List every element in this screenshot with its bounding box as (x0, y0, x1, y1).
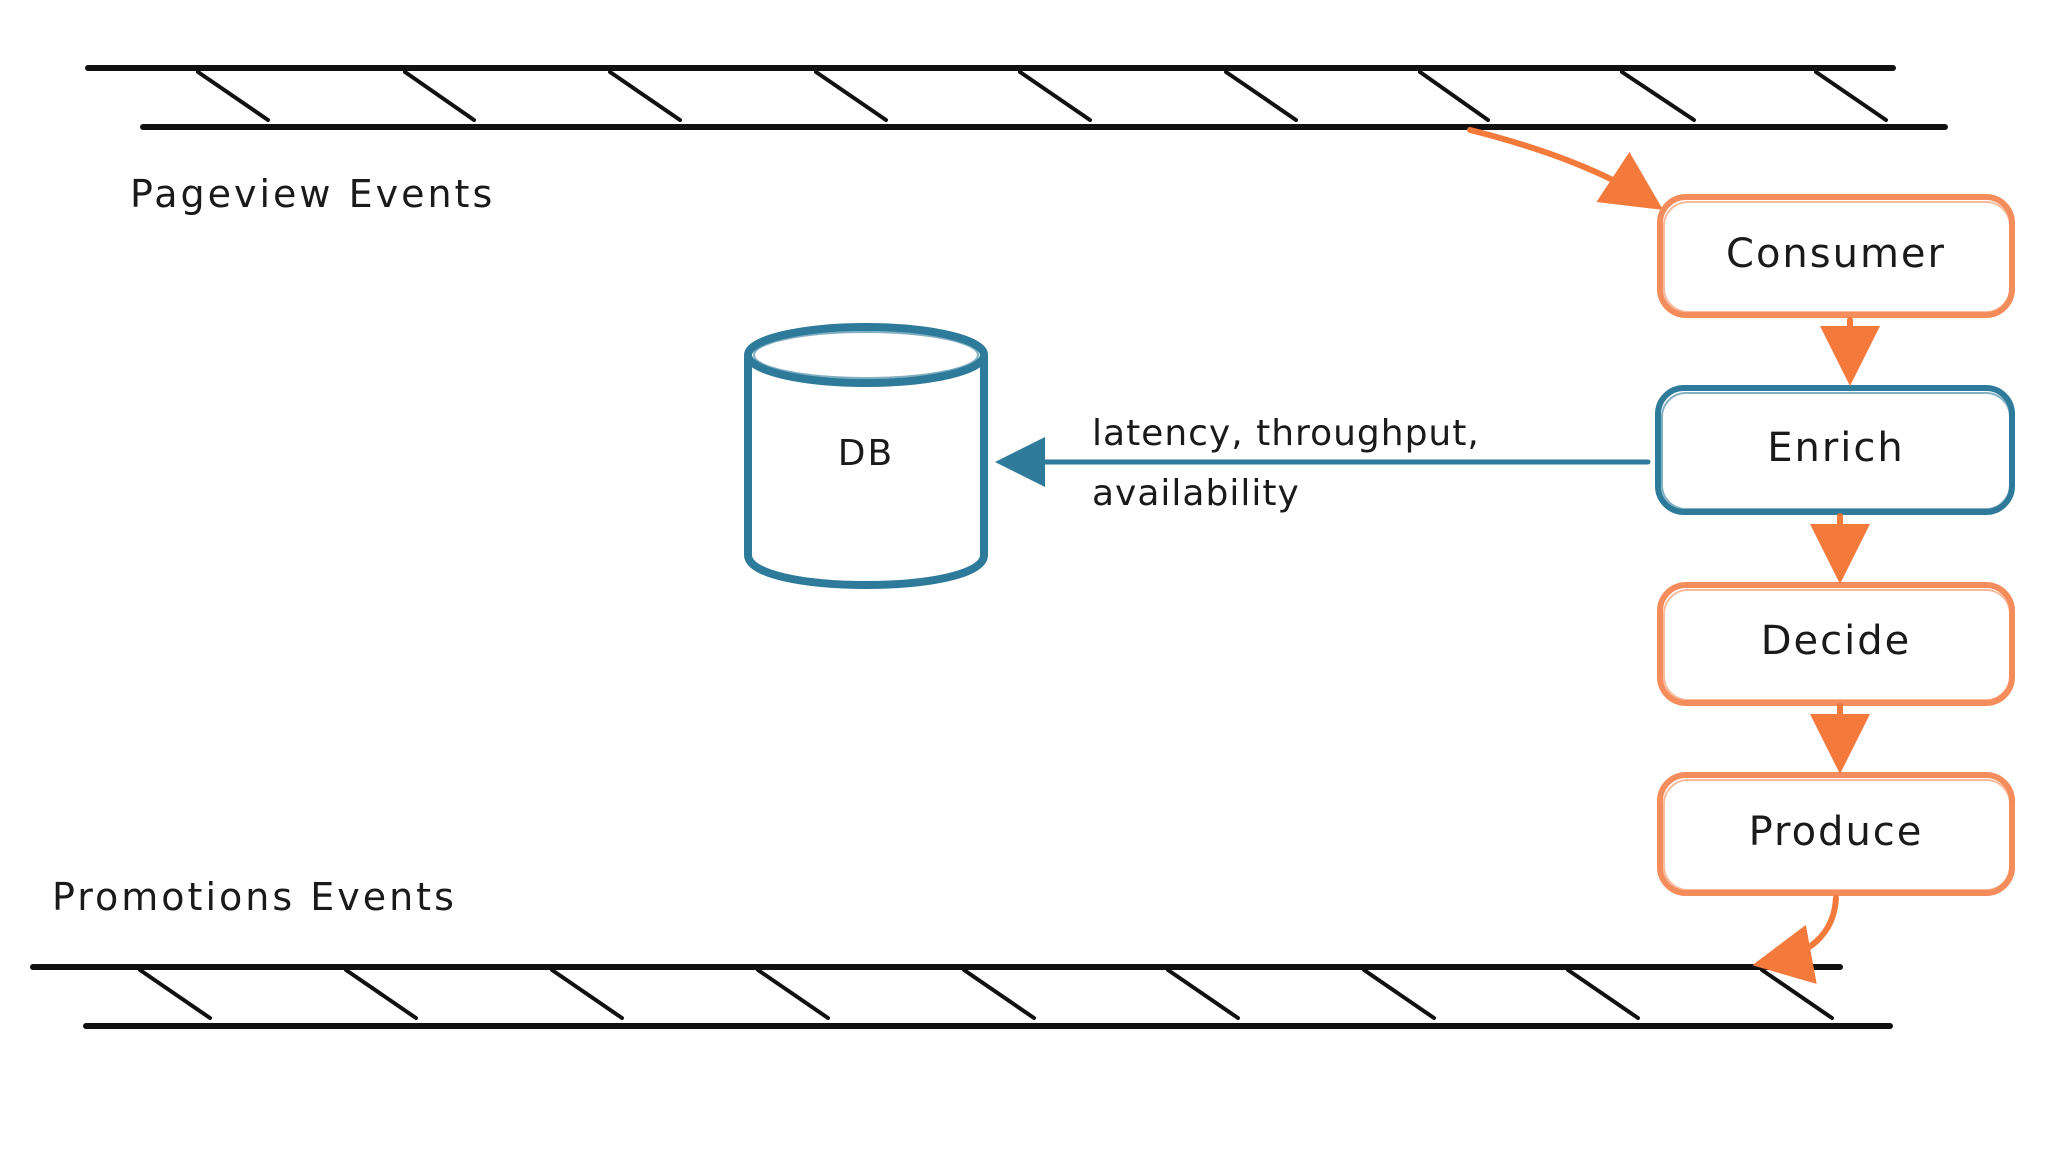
pageview-stream-hatching (196, 70, 1888, 122)
db-label: DB (838, 433, 894, 474)
produce-to-stream-arrow (1752, 895, 1839, 984)
database-cylinder: DB (744, 323, 988, 589)
enrich-box: Enrich (1655, 385, 2015, 515)
promotions-stream-hatching (138, 968, 1834, 1020)
enrich-label: Enrich (1767, 425, 1905, 471)
consumer-box: Consumer (1657, 194, 2015, 318)
db-link-label-line1: latency, throughput, (1092, 413, 1480, 454)
promotions-events-label: Promotions Events (52, 875, 457, 919)
consumer-label: Consumer (1726, 231, 1946, 277)
produce-box: Produce (1657, 772, 2015, 896)
pageview-stream (85, 65, 1948, 130)
produce-label: Produce (1749, 809, 1924, 855)
promotions-stream (30, 964, 1893, 1029)
decide-box: Decide (1657, 582, 2015, 706)
stream-to-consumer-arrow (1467, 127, 1664, 210)
db-link-label-line2: availability (1092, 473, 1300, 514)
pageview-events-label: Pageview Events (130, 172, 495, 216)
decide-label: Decide (1761, 618, 1912, 664)
